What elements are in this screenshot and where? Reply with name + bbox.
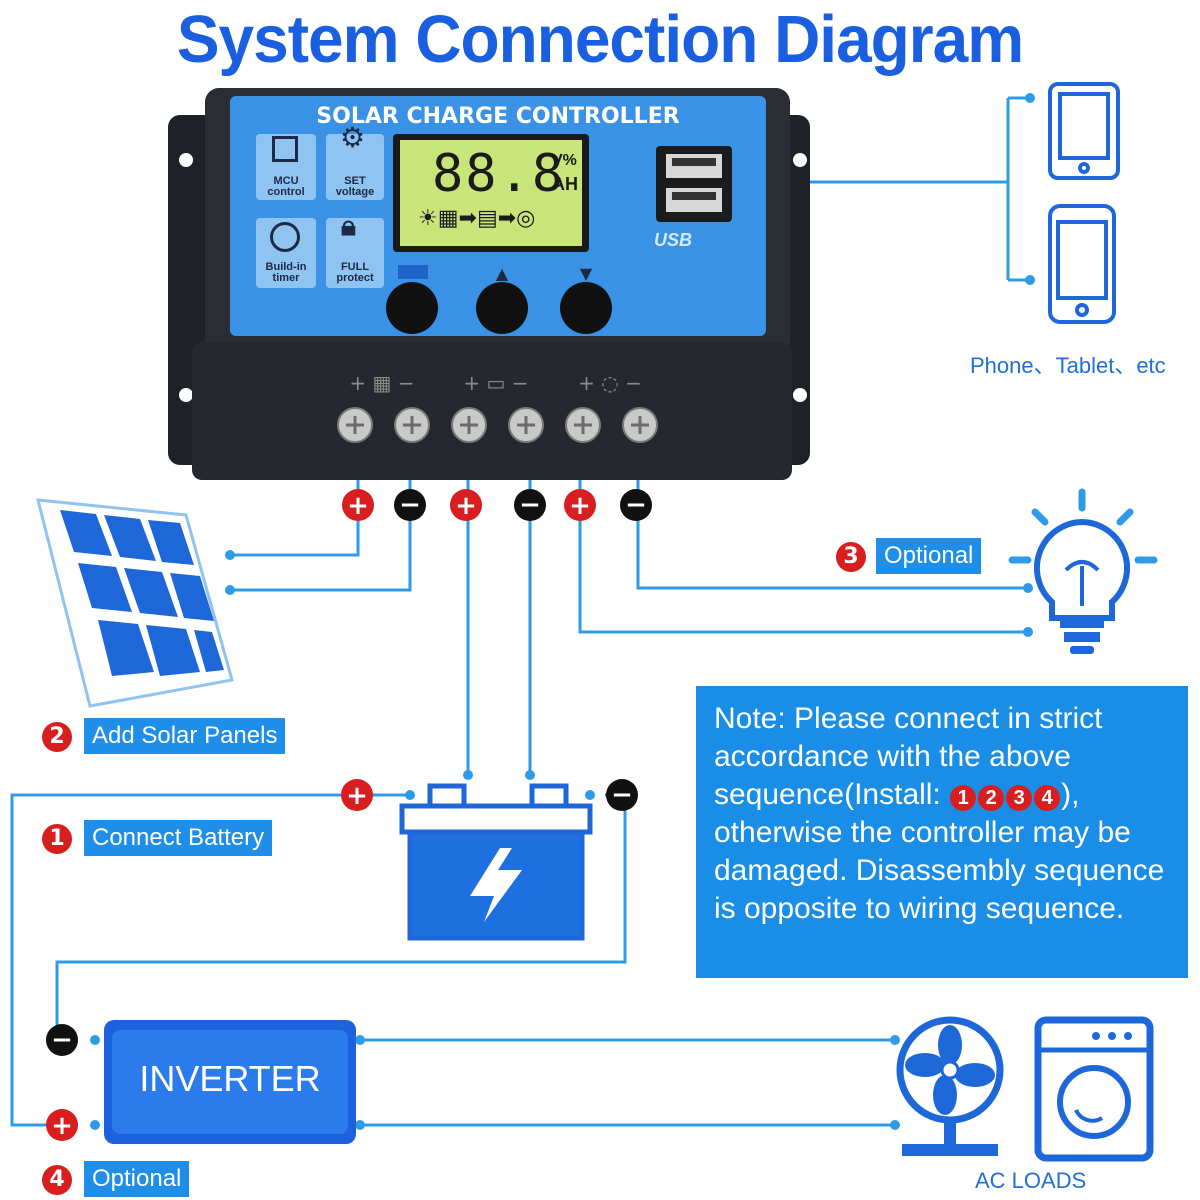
feature-mcu: MCU control	[256, 136, 316, 198]
svg-text:−: −	[51, 1025, 73, 1055]
step-2-label: Add Solar Panels	[84, 718, 286, 754]
solar-panel	[36, 498, 234, 708]
washing-machine-icon	[1034, 1016, 1154, 1162]
svg-text:+: +	[569, 491, 591, 521]
svg-text:−: −	[611, 780, 633, 810]
step-3-label: Optional	[876, 538, 982, 574]
note-text-after: ), otherwise the controller may be damag…	[714, 778, 1165, 925]
svg-text:+: +	[347, 491, 369, 521]
feature-protect-line1: FULL	[340, 261, 370, 273]
lcd-value: 88.8	[432, 144, 566, 204]
feature-set-line1: SET	[344, 175, 366, 187]
svg-text:+ ▭ −: + ▭ −	[463, 371, 528, 395]
step-1-label: Connect Battery	[84, 820, 273, 856]
lcd-unit-1: V%	[552, 152, 577, 169]
phone-icon	[1048, 204, 1116, 324]
note-box: Note: Please connect in strict accordanc…	[696, 686, 1188, 978]
step-4-label: Optional	[84, 1161, 190, 1197]
usb-label: USB	[654, 230, 693, 250]
step-4-badge: 4	[42, 1165, 72, 1195]
gear-icon: ⚙	[340, 121, 366, 154]
note-seq-3: 3	[1006, 785, 1033, 811]
ac-loads-label: AC LOADS	[975, 1168, 1087, 1193]
note-seq-2: 2	[978, 785, 1005, 811]
step-1-badge: 1	[42, 824, 72, 854]
polarity-badges: + − + − + − + − − +	[46, 489, 652, 1141]
svg-text:+: +	[455, 491, 477, 521]
feature-set: ⚙ SET voltage	[326, 124, 384, 198]
note-seq-1: 1	[950, 785, 977, 811]
fan-icon	[896, 1016, 1004, 1156]
page-title: System Connection Diagram	[176, 1, 1024, 77]
controller-label: SOLAR CHARGE CONTROLLER	[316, 104, 680, 129]
devices-label: Phone、Tablet、etc	[970, 353, 1166, 378]
battery-icon	[399, 783, 593, 941]
svg-text:+: +	[346, 781, 368, 811]
inverter-box	[104, 1020, 356, 1144]
feature-protect-line2: protect	[336, 272, 374, 284]
svg-text:▼: ▼	[580, 264, 593, 283]
svg-text:+: +	[51, 1111, 73, 1141]
svg-text:−: −	[519, 490, 541, 520]
feature-set-line2: voltage	[335, 186, 375, 198]
svg-text:+ ▦ −: + ▦ −	[349, 371, 414, 395]
feature-timer-line2: timer	[272, 272, 300, 284]
clock-icon	[270, 222, 300, 252]
step-3-badge: 3	[836, 542, 866, 572]
lock-icon: 🔒︎	[341, 209, 356, 242]
svg-text:+ ◌ −: + ◌ −	[578, 371, 642, 395]
feature-timer-line1: Build-in	[265, 261, 307, 273]
feature-timer: Build-in timer	[256, 222, 316, 284]
step-2-badge: 2	[42, 722, 72, 752]
feature-mcu-line1: MCU	[273, 175, 299, 187]
svg-text:−: −	[625, 490, 647, 520]
lcd-unit-2: AH	[552, 174, 578, 194]
inverter-label: INVERTER	[139, 1058, 321, 1099]
light-bulb-icon	[1008, 488, 1158, 654]
note-seq-4: 4	[1034, 785, 1061, 811]
lcd-flow-icons: ☀▦➡▤➡◎	[418, 206, 536, 231]
svg-text:−: −	[399, 490, 421, 520]
chip-icon	[272, 136, 298, 162]
note-text-before: Note: Please connect in strict accordanc…	[714, 702, 1103, 811]
feature-protect: 🔒︎ FULL protect	[326, 212, 384, 284]
controller-body: ▲ ▼ + ▦ − + ▭ − + ◌ −	[168, 88, 810, 480]
svg-text:▲: ▲	[496, 264, 509, 283]
tablet-icon	[1048, 82, 1120, 180]
feature-mcu-line2: control	[267, 186, 305, 198]
